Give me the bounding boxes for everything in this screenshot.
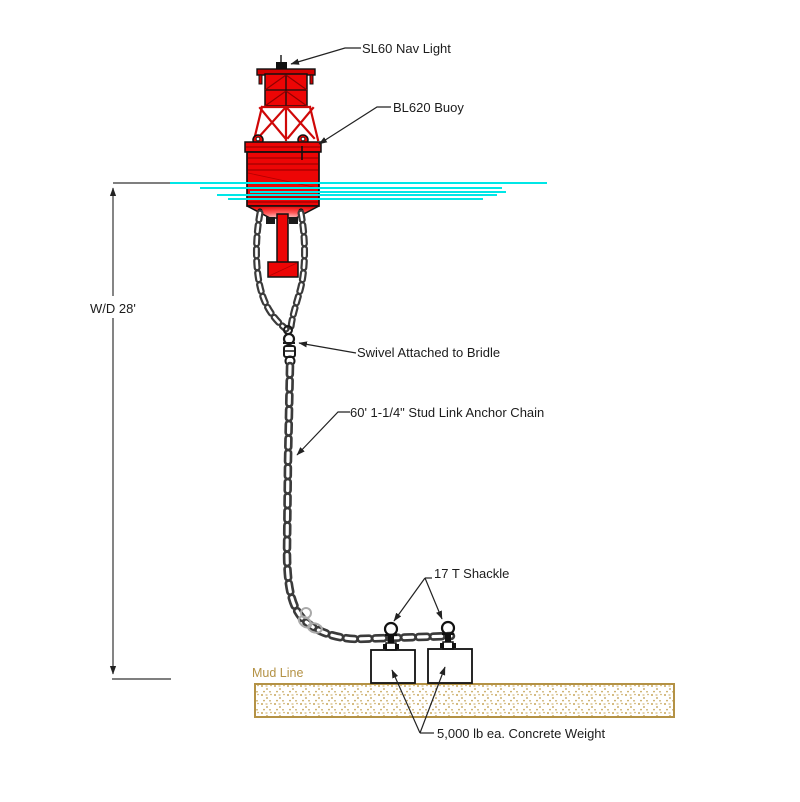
buoy-deck: [244, 141, 322, 153]
leader-anchor-chain: [296, 411, 350, 456]
bridle-chain-left: [253, 209, 290, 333]
anchor-chain: [282, 361, 456, 644]
leader-swivel: [298, 341, 357, 354]
leader-shackle-right: [424, 577, 443, 620]
bridle-chain-right: [287, 209, 308, 331]
mud-band: [254, 683, 675, 718]
label-mud-line: Mud Line: [252, 666, 304, 680]
label-shackle: 17 T Shackle: [434, 566, 510, 581]
light-platform: [256, 68, 316, 85]
label-concrete-weight: 5,000 lb ea. Concrete Weight: [437, 726, 606, 741]
nav-light: [276, 55, 287, 72]
swivel-assembly: [282, 325, 296, 367]
buoy-hull: [246, 146, 320, 207]
leader-shackle-left: [393, 577, 426, 622]
leader-lines: [290, 47, 446, 734]
shackle-left: [383, 621, 399, 651]
label-water-depth: W/D 28': [90, 301, 136, 316]
ghost-link: [297, 607, 323, 634]
label-buoy: BL620 Buoy: [393, 100, 464, 115]
leader-buoy: [318, 106, 391, 145]
leader-weight-left: [391, 669, 421, 734]
concrete-weight-left: [370, 649, 416, 684]
leader-weight-right: [419, 666, 446, 734]
hull-body: [246, 151, 320, 207]
buoy-assembly: [244, 55, 322, 278]
shackle-right: [440, 620, 456, 650]
label-swivel: Swivel Attached to Bridle: [357, 345, 501, 360]
leader-nav-light: [290, 47, 361, 65]
waterline: [170, 182, 547, 200]
label-nav-light: SL60 Nav Light: [362, 41, 451, 56]
lattice-truss: [252, 105, 320, 142]
daymark-tower: [264, 73, 308, 107]
label-anchor-chain: 60' 1-1/4" Stud Link Anchor Chain: [350, 405, 545, 420]
concrete-weight-right: [427, 648, 473, 684]
water-depth-dimension: [109, 182, 171, 680]
counterweight: [267, 213, 299, 278]
